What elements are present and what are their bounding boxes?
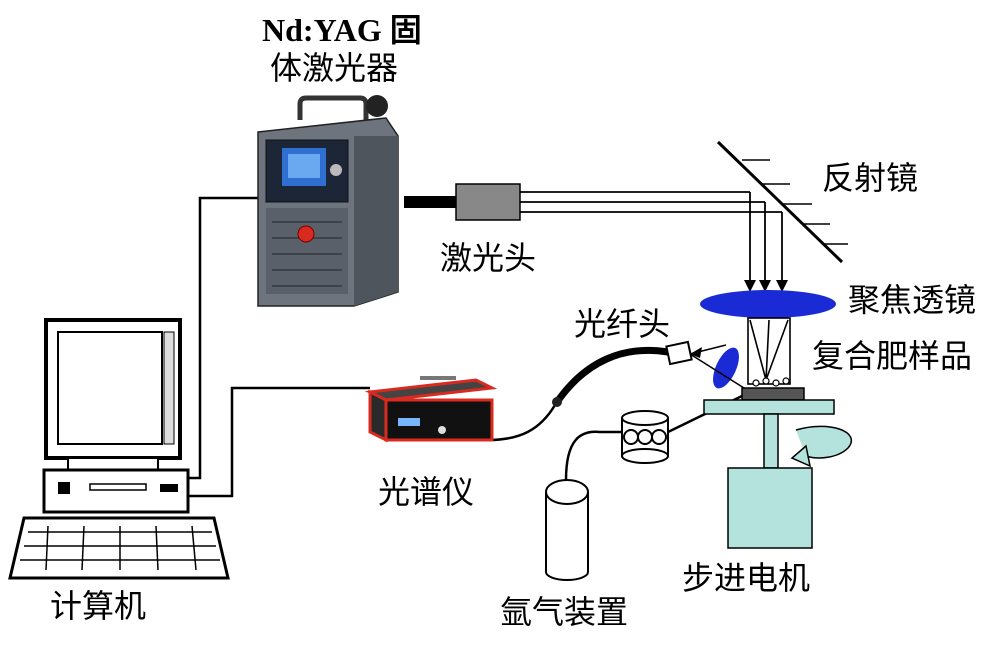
mirror — [716, 140, 848, 264]
spectrometer-label: 光谱仪 — [378, 473, 475, 511]
laser-top-knob — [366, 95, 388, 117]
fiber-head-label: 光纤头 — [574, 305, 671, 343]
pc-drive-slot — [89, 483, 147, 491]
stage-platform — [703, 399, 835, 415]
collection-arrowhead — [690, 347, 702, 358]
laser-side-panel — [354, 136, 398, 306]
nd-yag-laser — [257, 95, 399, 307]
fiber-connector-node — [552, 397, 562, 407]
rotation-arrowhead — [790, 444, 812, 468]
stepper-motor-label: 步进电机 — [682, 559, 811, 597]
computer-label: 计算机 — [50, 587, 147, 625]
computer-spectrometer-cable — [188, 386, 370, 498]
pc-floppy — [160, 484, 178, 492]
laser-vent-panel — [266, 208, 348, 294]
laser-head-cable — [404, 196, 456, 208]
spectrometer-logo — [398, 418, 420, 426]
laser-head-label: 激光头 — [440, 239, 537, 277]
focused-beam — [747, 317, 791, 385]
fiber-optic-cable — [552, 346, 669, 407]
focus-lens-label: 聚焦透镜 — [848, 281, 977, 319]
laser-control-knob — [330, 164, 342, 176]
argon-cylinder — [545, 479, 589, 581]
spectrometer-fiber-cable — [487, 404, 557, 442]
spectrometer-top-plate — [420, 376, 456, 380]
spectrometer-port — [438, 426, 446, 434]
sample-label: 复合肥样品 — [812, 337, 973, 375]
laser-handle — [297, 95, 369, 120]
focusing-lens — [700, 290, 836, 318]
spectrometer-front — [368, 389, 388, 443]
collection-light-ray — [689, 353, 745, 389]
stage-shaft — [763, 413, 779, 469]
keyboard — [8, 516, 230, 580]
fiber-head — [665, 340, 693, 366]
rotation-arrow — [795, 425, 852, 459]
argon-gas-tube — [564, 430, 622, 481]
monitor-bezel-right — [163, 331, 175, 445]
pc-power-button — [58, 482, 70, 494]
computer-laser-cable — [188, 196, 262, 480]
stepper-motor-box — [727, 467, 813, 549]
monitor-screen — [57, 331, 163, 445]
spectrometer-top — [364, 378, 498, 402]
laser-head — [455, 183, 521, 221]
plasma-dots — [752, 377, 790, 387]
laser-label-line1: Nd:YAG 固 — [262, 12, 422, 48]
laser-beam — [520, 191, 783, 288]
mirror-label: 反射镜 — [822, 159, 919, 197]
sample-block — [741, 387, 805, 401]
spectrometer — [364, 376, 498, 443]
collection-lens — [713, 347, 739, 389]
keyboard-keys — [20, 525, 220, 571]
monitor-base — [67, 457, 159, 471]
beam-arrowheads — [744, 280, 788, 292]
argon-label: 氩气装置 — [500, 593, 629, 631]
computer — [8, 318, 230, 580]
laser-emergency-button — [297, 225, 315, 243]
argon-flowmeter — [621, 410, 669, 464]
laser-label-line2: 体激光器 — [270, 49, 399, 87]
laser-display-inner — [288, 154, 320, 178]
